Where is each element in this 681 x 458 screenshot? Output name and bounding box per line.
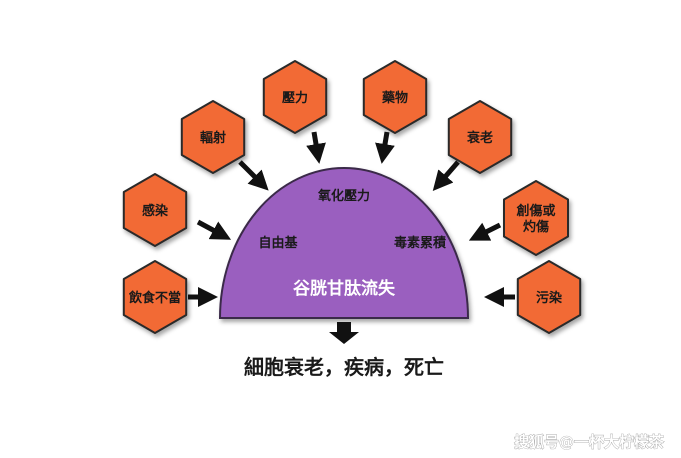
factor-label: 灼傷 <box>523 219 549 235</box>
factor-arrow <box>468 222 502 241</box>
outcome-text: 細胞衰老，疾病，死亡 <box>244 355 444 379</box>
factor-hexagon <box>122 173 188 247</box>
factor-label: 藥物 <box>381 90 408 106</box>
factor-node: 飲食不當 <box>122 260 188 334</box>
dome-main-label: 谷胱甘肽流失 <box>293 278 396 299</box>
down-arrow <box>329 322 359 344</box>
factor-node: 藥物 <box>362 60 428 134</box>
factor-hexagon <box>503 180 569 256</box>
watermark-text: 搜狐号@一杯大柠檬茶 <box>514 433 665 451</box>
factor-label: 污染 <box>536 290 563 306</box>
factor-arrow <box>238 160 269 191</box>
factor-arrow <box>432 160 460 192</box>
factor-arrow <box>375 131 395 164</box>
factor-label: 壓力 <box>282 90 308 106</box>
dome-shape <box>218 167 470 319</box>
factor-label: 感染 <box>142 203 169 219</box>
factor-label: 飲食不當 <box>128 290 181 306</box>
factor-hexagon <box>262 60 328 134</box>
factor-node: 輻射 <box>180 100 246 174</box>
factor-node: 壓力 <box>262 60 328 134</box>
dome-right-label: 毒素累積 <box>394 235 447 251</box>
factor-arrow <box>306 131 326 164</box>
factor-node: 衰老 <box>447 100 513 174</box>
factor-label: 輻射 <box>200 130 226 146</box>
factor-hexagon <box>122 260 188 334</box>
factor-node: 感染 <box>122 173 188 247</box>
factor-node: 污染 <box>516 260 582 334</box>
factor-label: 衰老 <box>466 130 493 146</box>
dome-top-label: 氧化壓力 <box>317 188 370 204</box>
factor-arrows <box>188 131 515 307</box>
factor-label: 創傷或 <box>515 203 555 219</box>
factor-hexagon <box>362 60 428 134</box>
dome-left-label: 自由基 <box>258 235 298 251</box>
factor-hexagon <box>447 100 513 174</box>
factor-hexagon <box>516 260 582 334</box>
factor-arrow <box>196 219 232 240</box>
factor-hexagon <box>180 100 246 174</box>
